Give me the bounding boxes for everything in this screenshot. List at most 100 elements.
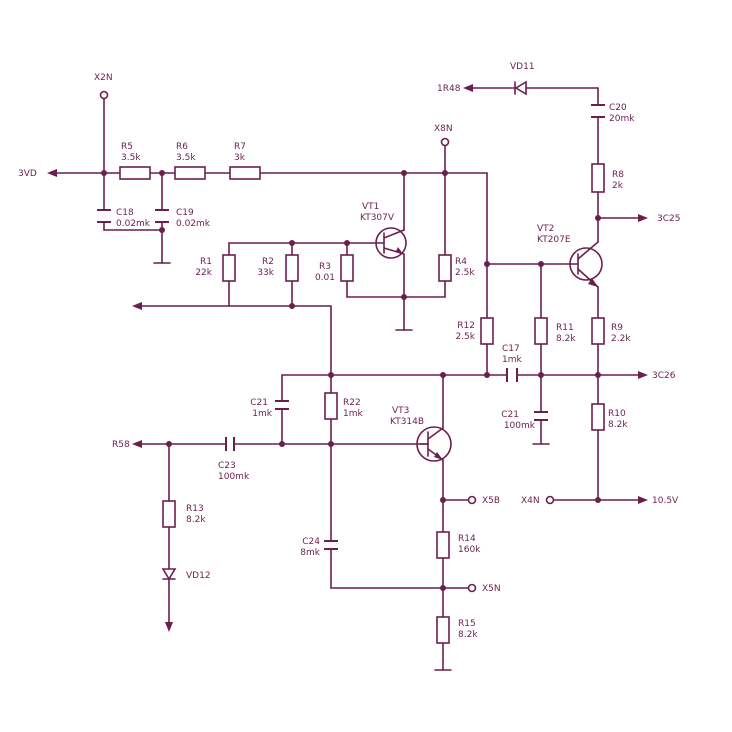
capacitor-c17 bbox=[506, 368, 518, 382]
value-r15: 8.2k bbox=[458, 630, 478, 640]
value-r14: 160k bbox=[458, 545, 481, 555]
ref-r12: R12 bbox=[457, 321, 475, 331]
value-vt2: KT207E bbox=[537, 235, 571, 245]
value-r5: 3.5k bbox=[121, 153, 141, 163]
ref-r2: R2 bbox=[262, 257, 274, 267]
value-c18: 0.02mk bbox=[116, 219, 151, 229]
signal-arrows bbox=[47, 84, 648, 632]
diode-vd11 bbox=[514, 80, 527, 96]
wires bbox=[54, 87, 641, 671]
terminal-x4n bbox=[545, 495, 555, 505]
ref-vt1: VT1 bbox=[362, 202, 379, 212]
value-c24: 8mk bbox=[300, 548, 320, 558]
resistor-r12 bbox=[480, 317, 494, 345]
terminal-x2n bbox=[99, 90, 109, 100]
value-c19: 0.02mk bbox=[176, 219, 211, 229]
ref-r4: R4 bbox=[455, 257, 467, 267]
arrow-r58 bbox=[132, 440, 142, 448]
label-x5n: X5N bbox=[482, 584, 501, 594]
ref-c21-100mk: C21 bbox=[501, 410, 519, 420]
arrow-3c26 bbox=[638, 371, 648, 379]
capacitors bbox=[97, 104, 605, 550]
resistor-r8 bbox=[591, 163, 605, 193]
value-vt1: KT307V bbox=[360, 213, 395, 223]
ref-vt2: VT2 bbox=[537, 224, 554, 234]
value-r12: 2.5k bbox=[455, 332, 475, 342]
transistor-vt1 bbox=[375, 227, 407, 259]
value-r10: 8.2k bbox=[608, 420, 628, 430]
ref-c24: C24 bbox=[302, 537, 320, 547]
ref-r7: R7 bbox=[234, 142, 246, 152]
terminal-x5b bbox=[467, 495, 477, 505]
capacitor-c19 bbox=[155, 209, 169, 223]
value-c21-1mk: 1mk bbox=[252, 409, 272, 419]
ref-r11: R11 bbox=[556, 323, 574, 333]
value-c23: 100mk bbox=[218, 472, 250, 482]
capacitor-c24 bbox=[324, 540, 338, 550]
component-labels: R5 3.5k R6 3.5k R7 3k C18 0.02mk C19 0.0… bbox=[116, 62, 635, 640]
resistor-r22 bbox=[324, 392, 338, 420]
terminals bbox=[99, 90, 555, 593]
ref-vd12: VD12 bbox=[186, 571, 211, 581]
ref-vt3: VT3 bbox=[392, 406, 409, 416]
ref-c20: C20 bbox=[609, 103, 627, 113]
arrow-3c25 bbox=[638, 214, 648, 222]
value-r13: 8.2k bbox=[186, 515, 206, 525]
ref-r10: R10 bbox=[608, 409, 626, 419]
label-3c25: 3C25 bbox=[657, 214, 680, 224]
label-1r48: 1R48 bbox=[437, 84, 461, 94]
ref-r8: R8 bbox=[612, 170, 624, 180]
resistor-r6 bbox=[174, 166, 206, 180]
value-c20: 20mk bbox=[609, 114, 635, 124]
resistor-r4 bbox=[438, 254, 452, 282]
capacitor-c21-100mk bbox=[534, 411, 548, 421]
ref-r13: R13 bbox=[186, 504, 204, 514]
label-r58: R58 bbox=[112, 440, 130, 450]
ref-c23: C23 bbox=[218, 461, 236, 471]
resistor-r11 bbox=[534, 317, 548, 345]
capacitor-c23 bbox=[225, 437, 235, 451]
terminal-x8n bbox=[440, 137, 450, 147]
ref-r5: R5 bbox=[121, 142, 133, 152]
resistor-r10 bbox=[591, 403, 605, 431]
arrow-3vd bbox=[47, 169, 57, 177]
junctions bbox=[101, 170, 601, 591]
ref-r9: R9 bbox=[611, 323, 623, 333]
value-c17: 1mk bbox=[502, 355, 522, 365]
value-r7: 3k bbox=[234, 153, 246, 163]
value-c21-100mk: 100mk bbox=[504, 421, 536, 431]
value-r11: 8.2k bbox=[556, 334, 576, 344]
value-r8: 2k bbox=[612, 181, 624, 191]
resistor-r3 bbox=[340, 254, 354, 282]
ref-r14: R14 bbox=[458, 534, 476, 544]
value-r2: 33k bbox=[257, 268, 274, 278]
arrow-vd12-down bbox=[165, 622, 173, 632]
value-r1: 22k bbox=[195, 268, 212, 278]
label-10-5v: 10.5V bbox=[652, 496, 679, 506]
terminal-x5n bbox=[467, 583, 477, 593]
ref-r22: R22 bbox=[343, 398, 361, 408]
resistor-r2 bbox=[285, 254, 299, 282]
capacitor-c20 bbox=[591, 104, 605, 118]
label-3vd: 3VD bbox=[18, 169, 37, 179]
arrow-10-5v bbox=[638, 496, 648, 504]
ref-vd11: VD11 bbox=[510, 62, 535, 72]
value-r22: 1mk bbox=[343, 409, 363, 419]
value-vt3: KT314B bbox=[390, 417, 424, 427]
value-r4: 2.5k bbox=[455, 268, 475, 278]
arrow-left-bus bbox=[132, 302, 142, 310]
label-x5b: X5B bbox=[482, 496, 500, 506]
transistor-vt2 bbox=[569, 241, 603, 288]
label-3c26: 3C26 bbox=[652, 371, 676, 381]
connector-labels: X2N X8N 3VD 1R48 3C25 3C26 X4N 10.5V R58… bbox=[18, 73, 680, 594]
value-r6: 3.5k bbox=[176, 153, 196, 163]
diodes bbox=[161, 80, 527, 581]
diode-vd12 bbox=[161, 568, 177, 581]
label-x8n: X8N bbox=[434, 124, 453, 134]
label-x2n: X2N bbox=[94, 73, 113, 83]
value-r3: 0.01 bbox=[315, 273, 335, 283]
ref-r6: R6 bbox=[176, 142, 188, 152]
resistors bbox=[119, 163, 605, 644]
ref-c19: C19 bbox=[176, 208, 194, 218]
